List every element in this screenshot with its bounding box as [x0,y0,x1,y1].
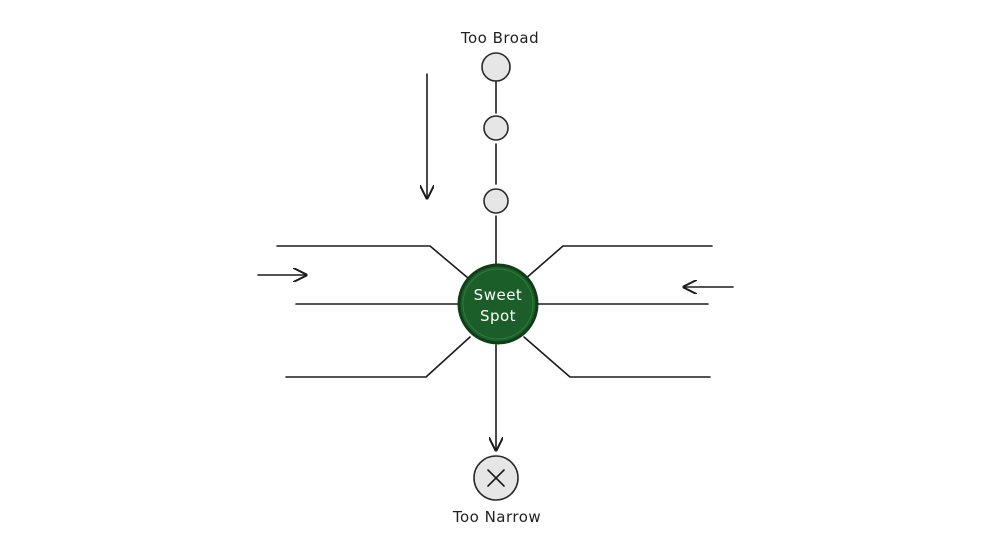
too-broad-label: Too Broad [460,29,539,47]
broad-node-1 [481,52,511,82]
right-lower-funnel-line [523,336,711,378]
broad-node-3 [483,188,509,214]
close-x-icon [487,469,505,487]
left-upper-funnel-line [276,245,469,279]
sweet-spot-label-line2: Spot [480,307,516,325]
too-narrow-label: Too Narrow [452,508,541,526]
sweet-spot-label-line1: Sweet [474,286,523,304]
right-upper-funnel-line [523,245,713,281]
broad-node-2 [483,115,509,141]
sweet-spot-node [457,263,539,345]
sweet-spot-inner-ring [462,268,534,340]
left-lower-funnel-line [285,336,471,378]
